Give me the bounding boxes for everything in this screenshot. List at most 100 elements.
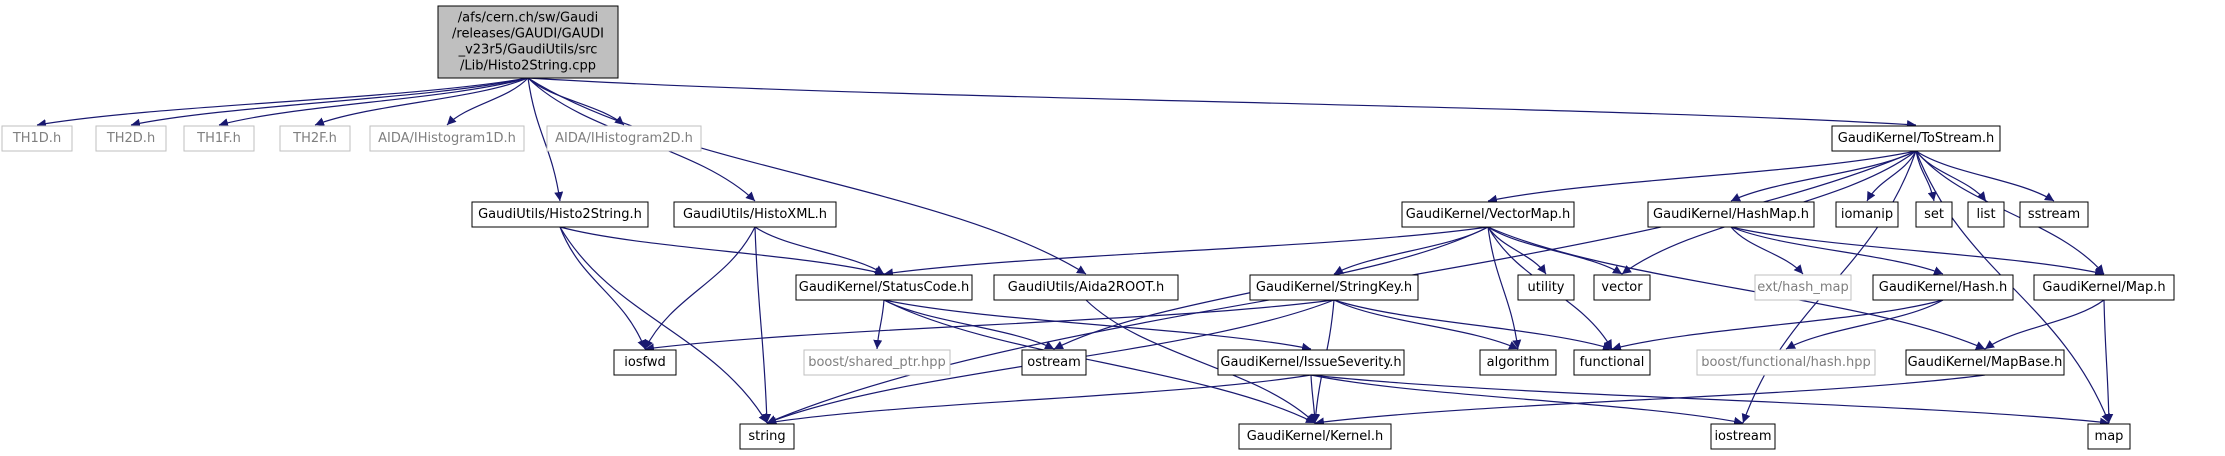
node-algorithm[interactable]: algorithm [1479, 349, 1557, 376]
node-label-hashmaph: GaudiKernel/HashMap.h [1653, 207, 1809, 222]
node-box-functional [1573, 349, 1651, 376]
node-label-histoxml: GaudiUtils/HistoXML.h [683, 207, 827, 222]
edge-hashmaph-to-maph [1730, 226, 2105, 277]
node-label-root: /releases/GAUDI/GAUDI [452, 27, 604, 42]
node-box-vectormap [1401, 201, 1575, 228]
edge-vectormap-to-algorithm [1487, 226, 1522, 350]
node-hashh[interactable]: GaudiKernel/Hash.h [1872, 274, 2014, 301]
node-kernelh[interactable]: GaudiKernel/Kernel.h [1238, 423, 1392, 450]
node-box-map [2087, 423, 2131, 450]
node-label-iostream: iostream [1714, 429, 1771, 444]
node-box-algorithm [1479, 349, 1557, 376]
node-label-set: set [1924, 207, 1944, 222]
edge-maph-to-mapbase [1984, 299, 2105, 350]
edge-statuscode-to-kernelh [883, 299, 1316, 424]
edge-stringkey-to-iosfwd [644, 299, 1335, 353]
node-label-vectormap: GaudiKernel/VectorMap.h [1406, 207, 1571, 222]
edge-tostream-to-maph [1915, 150, 2105, 275]
node-th1d: TH1D.h [1, 125, 73, 152]
node-box-aida2root [993, 274, 1179, 301]
node-mapbase[interactable]: GaudiKernel/MapBase.h [1905, 349, 2065, 376]
edge-tostream-to-set [1915, 150, 1937, 202]
node-box-sharedptr [803, 349, 951, 376]
node-histoxml[interactable]: GaudiUtils/HistoXML.h [673, 201, 837, 228]
node-functional[interactable]: functional [1573, 349, 1651, 376]
node-maph[interactable]: GaudiKernel/Map.h [2033, 274, 2175, 301]
edge-tostream-to-iomanip [1866, 150, 1917, 202]
node-label-maph: GaudiKernel/Map.h [2042, 280, 2165, 295]
node-sharedptr: boost/shared_ptr.hpp [803, 349, 951, 376]
edge-hashh-to-boosthash [1785, 299, 1944, 350]
node-box-exthashmap [1754, 274, 1852, 301]
node-label-functional: functional [1580, 355, 1645, 370]
node-label-ostream: ostream [1027, 355, 1081, 370]
node-label-root: /Lib/Histo2String.cpp [460, 59, 596, 74]
node-label-aida2root: GaudiUtils/Aida2ROOT.h [1008, 280, 1164, 295]
node-label-histo2string: GaudiUtils/Histo2String.h [478, 207, 642, 222]
node-string[interactable]: string [739, 423, 795, 450]
node-set[interactable]: set [1915, 201, 1953, 228]
node-sstream[interactable]: sstream [2019, 201, 2089, 228]
node-aida1d: AIDA/IHistogram1D.h [369, 125, 525, 152]
node-box-aida2d [546, 125, 702, 152]
edge-root-to-aida1d [446, 77, 529, 126]
edge-stringkey-to-algorithm [1333, 299, 1519, 350]
node-iosfwd[interactable]: iosfwd [613, 349, 677, 376]
node-box-hashmaph [1647, 201, 1815, 228]
node-box-maph [2033, 274, 2175, 301]
node-label-stringkey: GaudiKernel/StringKey.h [1256, 280, 1412, 295]
node-ostream[interactable]: ostream [1021, 349, 1087, 376]
node-label-th1d: TH1D.h [12, 131, 61, 146]
node-box-stringkey [1249, 274, 1419, 301]
edge-vectormap-to-mapbase [1487, 226, 1986, 350]
node-box-ostream [1021, 349, 1087, 376]
edge-issueseverity-to-kernelh [1310, 374, 1320, 424]
node-label-iosfwd: iosfwd [624, 355, 666, 370]
edge-stringkey-to-functional [1333, 299, 1613, 351]
edge-tostream-to-vectormap [1487, 150, 1917, 204]
node-box-iomanip [1835, 201, 1899, 228]
edge-aida2root-to-kernelh [1085, 299, 1316, 424]
node-iomanip[interactable]: iomanip [1835, 201, 1899, 228]
edge-statuscode-to-ostream [883, 299, 1055, 350]
node-aida2root[interactable]: GaudiUtils/Aida2ROOT.h [993, 274, 1179, 301]
node-th2d: TH2D.h [95, 125, 167, 152]
node-box-statuscode [795, 274, 973, 301]
node-label-sharedptr: boost/shared_ptr.hpp [808, 355, 946, 370]
node-box-iosfwd [613, 349, 677, 376]
node-map[interactable]: map [2087, 423, 2131, 450]
node-vector[interactable]: vector [1593, 274, 1651, 301]
node-statuscode[interactable]: GaudiKernel/StatusCode.h [795, 274, 973, 301]
node-box-mapbase [1905, 349, 2065, 376]
node-label-algorithm: algorithm [1487, 355, 1550, 370]
node-tostream[interactable]: GaudiKernel/ToStream.h [1831, 125, 2001, 152]
node-stringkey[interactable]: GaudiKernel/StringKey.h [1249, 274, 1419, 301]
node-vectormap[interactable]: GaudiKernel/VectorMap.h [1401, 201, 1575, 228]
edge-histoxml-to-statuscode [754, 226, 885, 275]
node-label-hashh: GaudiKernel/Hash.h [1879, 280, 2008, 295]
edge-mapbase-to-kernelh [1314, 374, 1986, 427]
node-box-kernelh [1238, 423, 1392, 450]
node-utility[interactable]: utility [1517, 274, 1575, 301]
node-boosthash: boost/functional/hash.hpp [1696, 349, 1876, 376]
node-label-iomanip: iomanip [1841, 207, 1893, 222]
node-label-sstream: sstream [2028, 207, 2080, 222]
node-iostream[interactable]: iostream [1710, 423, 1776, 450]
edge-issueseverity-to-iostream [1310, 374, 1744, 426]
node-exthashmap: ext/hash_map [1754, 274, 1852, 301]
node-label-root: _v23r5/GaudiUtils/src [458, 43, 598, 58]
node-issueseverity[interactable]: GaudiKernel/IssueSeverity.h [1217, 349, 1405, 376]
node-hashmaph[interactable]: GaudiKernel/HashMap.h [1647, 201, 1815, 228]
node-box-tostream [1831, 125, 2001, 152]
node-aida2d: AIDA/IHistogram2D.h [546, 125, 702, 152]
node-label-th1f: TH1F.h [196, 131, 241, 146]
node-histo2string[interactable]: GaudiUtils/Histo2String.h [471, 201, 649, 228]
edge-root-to-th1f [218, 77, 529, 128]
node-root[interactable]: /afs/cern.ch/sw/Gaudi/releases/GAUDI/GAU… [437, 5, 619, 79]
node-list[interactable]: list [1967, 201, 2005, 228]
edge-root-to-th2f [314, 77, 529, 126]
edge-statuscode-to-issueseverity [883, 299, 1312, 352]
node-box-th1d [1, 125, 73, 152]
node-label-string: string [748, 429, 785, 444]
